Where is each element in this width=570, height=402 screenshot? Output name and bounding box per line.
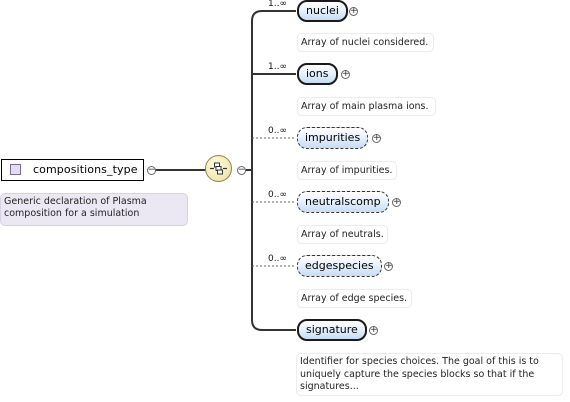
element-documentation: Identifier for species choices. The goal… bbox=[296, 353, 563, 396]
root-documentation: Generic declaration of Plasma compositio… bbox=[0, 193, 188, 226]
element-documentation: Array of main plasma ions. bbox=[297, 97, 436, 116]
multiplicity-label: 0..∞ bbox=[268, 190, 287, 200]
sequence-compositor-icon[interactable] bbox=[205, 155, 232, 182]
collapse-toggle-icon[interactable]: − bbox=[237, 165, 246, 175]
element-node-nuclei[interactable]: nuclei bbox=[297, 0, 348, 22]
expand-toggle-icon[interactable]: + bbox=[349, 6, 358, 16]
element-node-edgespecies[interactable]: edgespecies bbox=[297, 255, 382, 277]
multiplicity-label: 0..∞ bbox=[268, 126, 287, 136]
expand-toggle-icon[interactable]: + bbox=[341, 69, 350, 79]
complex-type-icon bbox=[10, 164, 21, 175]
sequence-glyph-icon bbox=[210, 162, 227, 175]
root-type-name: compositions_type bbox=[33, 163, 138, 176]
root-type-node[interactable]: compositions_type bbox=[1, 159, 144, 181]
element-documentation: Array of impurities. bbox=[297, 161, 397, 180]
element-documentation: Array of edge species. bbox=[297, 289, 412, 308]
expand-toggle-icon[interactable]: + bbox=[392, 197, 401, 207]
element-node-ions[interactable]: ions bbox=[297, 63, 338, 85]
element-documentation: Array of nuclei considered. bbox=[297, 33, 434, 52]
element-node-signature[interactable]: signature bbox=[297, 319, 367, 341]
expand-toggle-icon[interactable]: + bbox=[384, 261, 393, 271]
expand-toggle-icon[interactable]: + bbox=[372, 133, 381, 143]
element-node-neutralscomp[interactable]: neutralscomp bbox=[297, 191, 389, 213]
expand-toggle-icon[interactable]: + bbox=[369, 325, 378, 335]
element-documentation: Array of neutrals. bbox=[297, 225, 388, 244]
multiplicity-label: 0..∞ bbox=[268, 254, 287, 264]
multiplicity-label: 1..∞ bbox=[268, 0, 287, 9]
multiplicity-label: 1..∞ bbox=[268, 62, 287, 72]
element-node-impurities[interactable]: impurities bbox=[297, 127, 369, 149]
collapse-toggle-icon[interactable]: − bbox=[147, 165, 156, 175]
